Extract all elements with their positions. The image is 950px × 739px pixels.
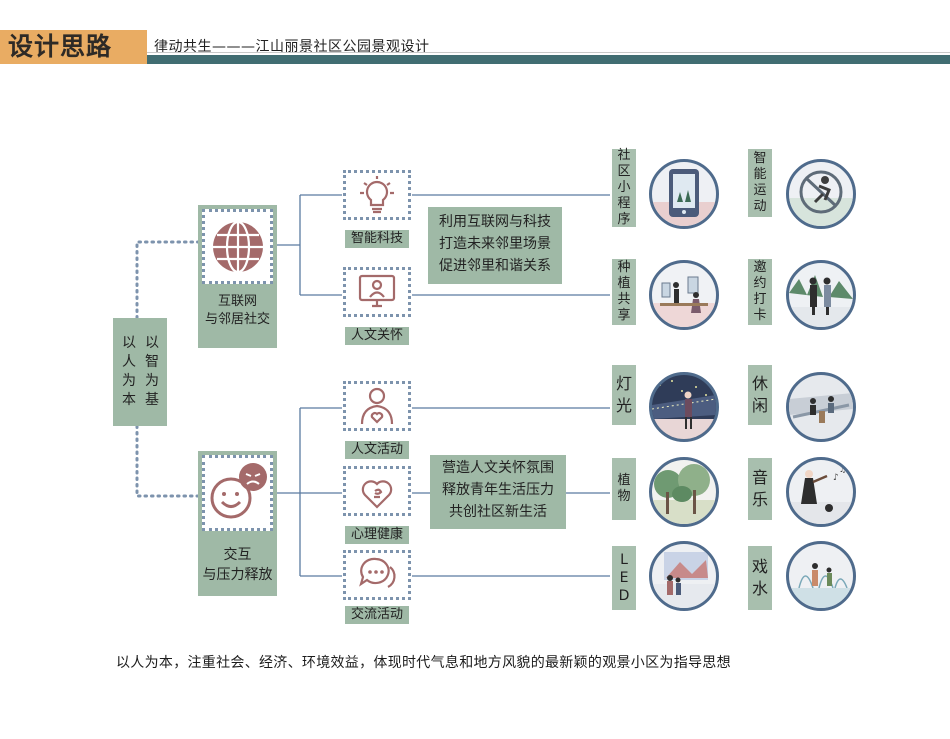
person-heart-icon bbox=[360, 387, 394, 425]
desc-box-1: 利用互联网与科技打造未来邻里场景促进邻里和谐关系 bbox=[428, 207, 562, 284]
feature-label-leisure: 休闲 bbox=[748, 365, 772, 425]
feature-label-music: 音乐 bbox=[748, 458, 772, 520]
chat-bubble-icon bbox=[359, 557, 396, 588]
feature-label-sport: 智能运动 bbox=[748, 149, 772, 217]
sub-tech-label: 智能科技 bbox=[345, 230, 409, 248]
sub-care-label: 人文关怀 bbox=[345, 327, 409, 345]
branch-internet-label: 互联网与邻居社交 bbox=[204, 294, 270, 327]
leisure-illustration bbox=[786, 372, 856, 442]
header-divider bbox=[147, 52, 950, 53]
smile-face-icon bbox=[210, 463, 267, 519]
sub-mental-frame bbox=[343, 466, 411, 516]
feature-label-water: 戏水 bbox=[748, 546, 772, 610]
globe-icon bbox=[212, 220, 263, 273]
led-illustration bbox=[649, 541, 719, 611]
root-col2: 以智为基 bbox=[145, 335, 159, 408]
branch-interaction-label: 交互与压力释放 bbox=[202, 547, 273, 583]
svg-text:♫: ♫ bbox=[839, 465, 846, 474]
sports-illustration bbox=[786, 159, 856, 229]
desc-box-2: 营造人文关怀氛围释放青年生活压力共创社区新生活 bbox=[430, 455, 566, 529]
feature-label-app: 社区小程序 bbox=[612, 148, 636, 227]
heart-mind-icon bbox=[361, 480, 393, 509]
branch-interaction-box: 交互与压力释放 bbox=[198, 451, 277, 596]
sub-exchange-frame bbox=[343, 550, 411, 600]
footer-caption: 以人为本，注重社会、经济、环境效益，体现时代气息和地方风貌的最新颖的观景小区为指… bbox=[116, 655, 731, 671]
connector-subs1-features bbox=[412, 194, 610, 296]
lightbulb-icon bbox=[360, 176, 394, 214]
svg-text:♪: ♪ bbox=[833, 473, 839, 483]
feature-label-plants: 植物 bbox=[612, 458, 636, 520]
phone-app-illustration bbox=[649, 159, 719, 229]
page-subtitle: 律动共生———江山丽景社区公园景观设计 bbox=[154, 39, 430, 55]
monitor-user-icon bbox=[358, 274, 396, 308]
feature-label-lighting: 灯光 bbox=[612, 365, 636, 425]
sub-mental-label: 心理健康 bbox=[345, 526, 409, 544]
connector-branch2-subs bbox=[277, 407, 342, 577]
checkin-illustration bbox=[786, 260, 856, 330]
connector-branch1-subs bbox=[277, 194, 342, 296]
root-col1: 以人为本 bbox=[122, 335, 136, 408]
header-tab bbox=[0, 30, 147, 64]
header-bar bbox=[147, 55, 950, 64]
planting-share-illustration bbox=[649, 260, 719, 330]
sub-culture-label: 人文活动 bbox=[345, 441, 409, 459]
sub-care-frame bbox=[343, 267, 411, 317]
branch-internet-box: 互联网与邻居社交 bbox=[198, 205, 277, 348]
lighting-illustration bbox=[649, 372, 719, 442]
sub-culture-frame bbox=[343, 381, 411, 431]
sub-tech-frame bbox=[343, 170, 411, 220]
music-illustration: ♪♫ bbox=[786, 457, 856, 527]
smile-frame bbox=[202, 455, 273, 531]
feature-label-planting: 种植共享 bbox=[612, 259, 636, 325]
root-box: 以人为本 以智为基 bbox=[113, 318, 167, 426]
feature-label-checkin: 邀约打卡 bbox=[748, 259, 772, 325]
globe-frame bbox=[202, 209, 273, 284]
sub-exchange-label: 交流活动 bbox=[345, 606, 409, 624]
water-play-illustration bbox=[786, 541, 856, 611]
connector-root-branch2 bbox=[135, 424, 200, 498]
connector-root-branch1 bbox=[135, 240, 200, 320]
page-title: 设计思路 bbox=[8, 32, 113, 61]
plants-illustration bbox=[649, 457, 719, 527]
